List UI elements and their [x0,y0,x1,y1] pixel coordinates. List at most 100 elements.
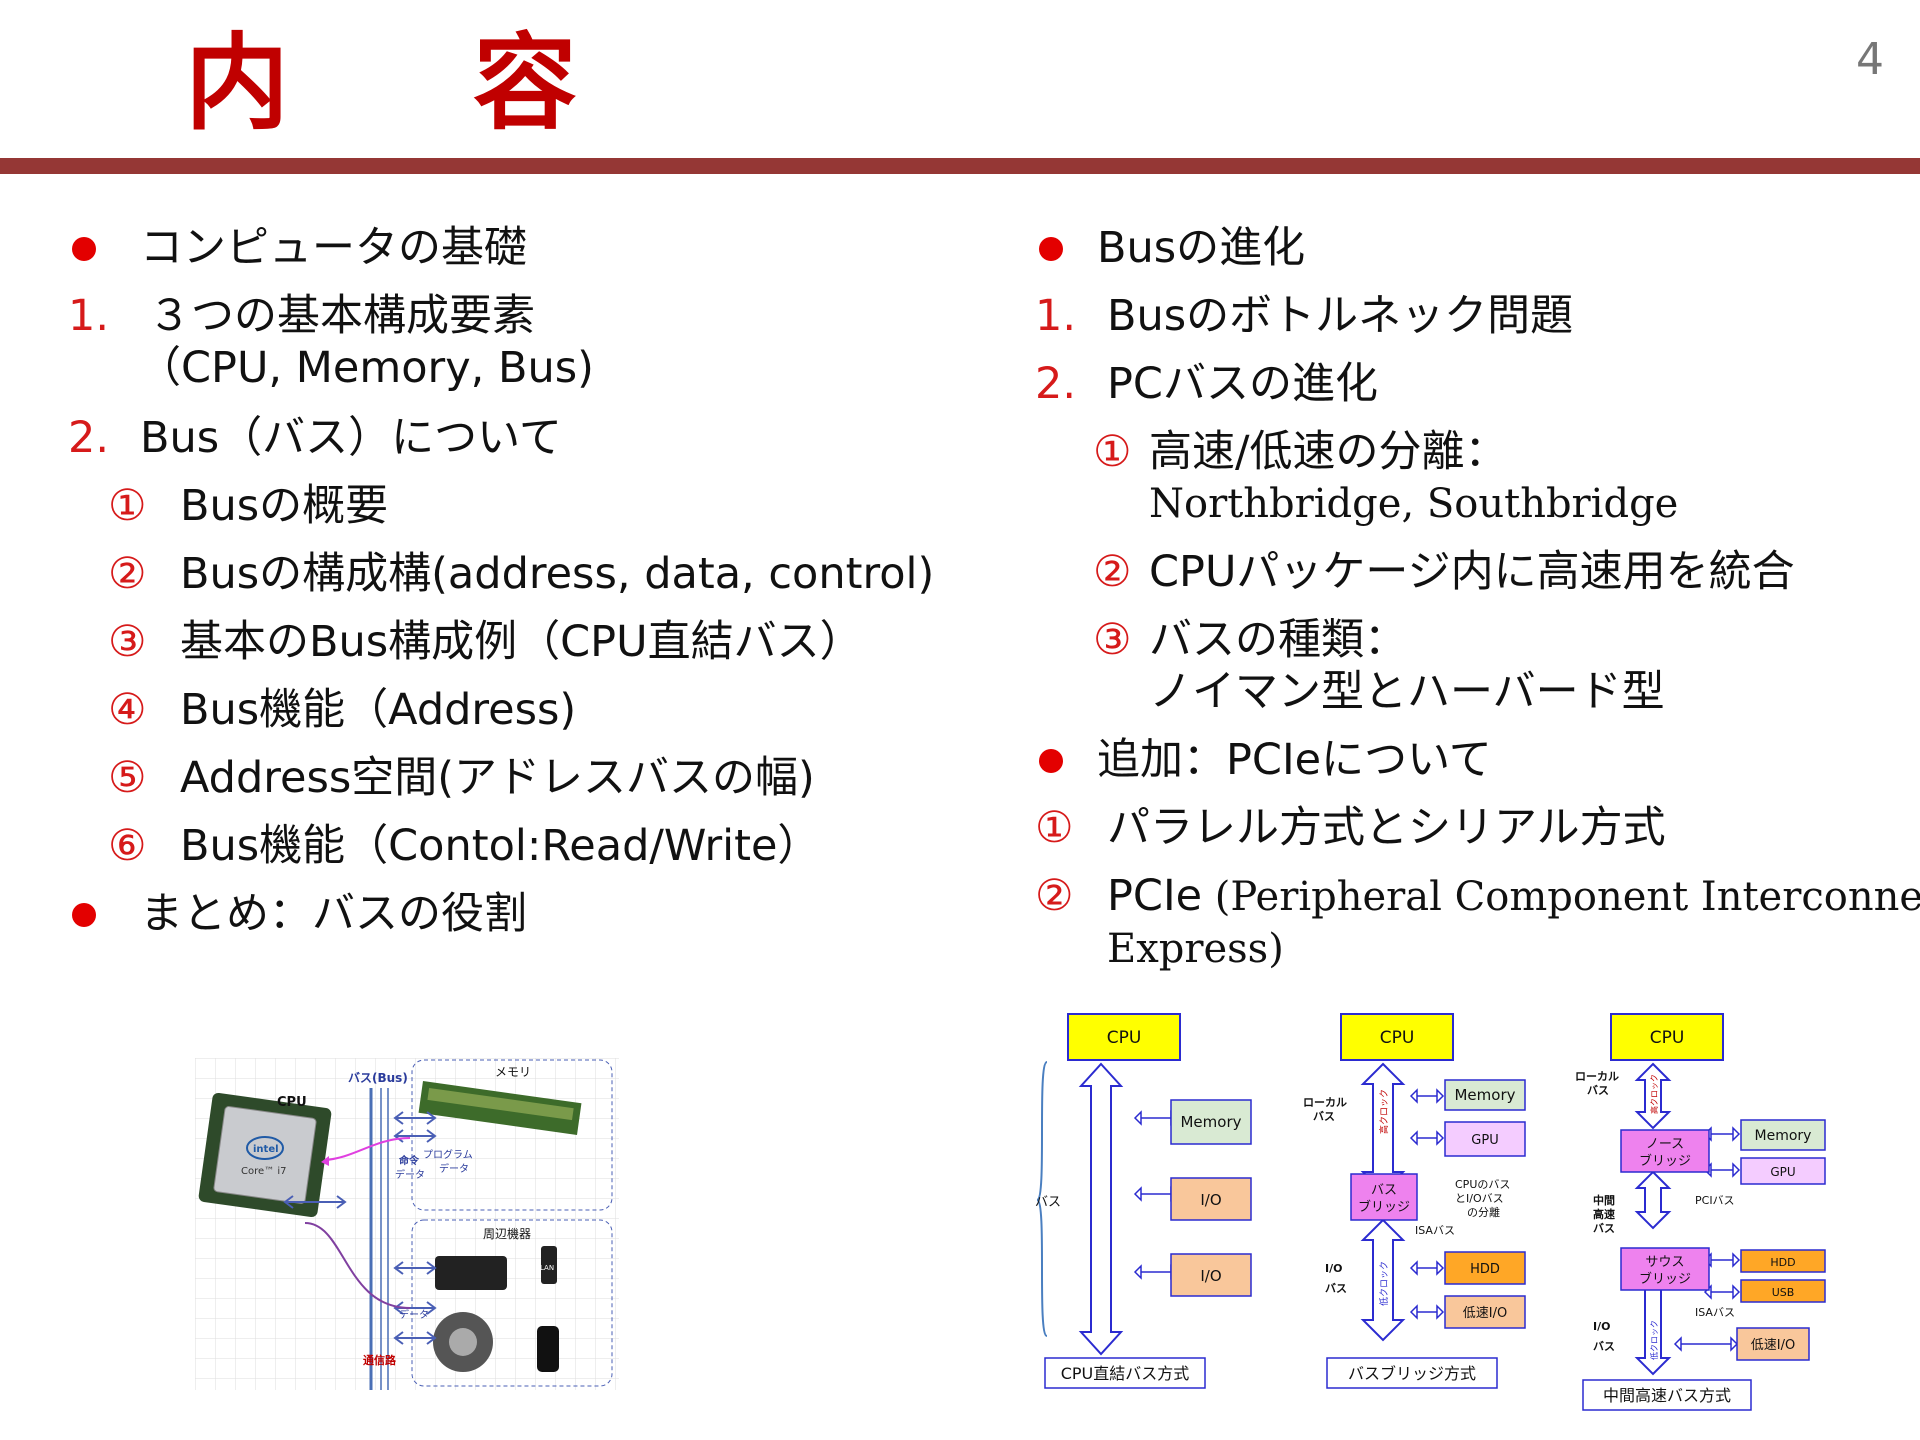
d3-gpu-box [1740,1157,1826,1185]
lan-cable-icon [541,1246,557,1284]
svg-text:低速I/O: 低速I/O [1463,1306,1507,1321]
svg-text:中間高速バス方式: 中間高速バス方式 [1603,1386,1731,1405]
svg-text:CPU直結バス方式: CPU直結バス方式 [1061,1364,1190,1383]
right-numbered-2: 2. PCバスの進化 [1035,359,1378,409]
svg-text:I/O: I/O [1325,1262,1342,1275]
bus-arrows [283,1111,437,1345]
d2-bridge-box [1350,1173,1418,1221]
svg-text:GPU: GPU [1471,1133,1498,1148]
d1-io-box-1 [1170,1177,1252,1221]
svg-text:I/O: I/O [1200,1267,1221,1285]
svg-text:低クロック: 低クロック [1649,1320,1659,1360]
svg-text:HDD: HDD [1770,1256,1795,1269]
d2-hdd-box [1444,1251,1526,1285]
svg-text:CPU: CPU [1107,1028,1142,1048]
right-sub-2: ② CPUパッケージ内に高速用を統合 [1093,547,1795,597]
right-sub-3: ③ バスの種類： ノイマン型とハーバード型 [1093,615,1665,717]
svg-text:CPU: CPU [1650,1028,1685,1048]
svg-text:低クロック: 低クロック [1378,1261,1390,1306]
d2-caption [1326,1357,1498,1389]
bus-label: バス(Bus) [348,1071,408,1085]
d3-northbridge-box [1620,1129,1710,1173]
instruction-label: 命令 [398,1154,420,1167]
memory-label: メモリ [495,1065,531,1079]
d2-memory-box [1444,1079,1526,1111]
svg-text:ブリッジ: ブリッジ [1639,1153,1691,1169]
d1-cpu-box [1067,1013,1181,1061]
svg-text:バス: バス [1371,1183,1397,1198]
peripheral-group [411,1219,613,1387]
d2-cpu-box [1340,1013,1454,1061]
bullet-dot [72,903,96,927]
bullet-dot [1039,237,1063,261]
svg-text:Memory: Memory [1180,1113,1241,1131]
bus-lines [369,1088,389,1390]
right-numbered-1: 1. Busのボトルネック問題 [1035,291,1574,341]
instruction-data-label: データ [395,1168,425,1181]
lan-label: LAN [540,1264,554,1272]
svg-text:ISAバス: ISAバス [1695,1306,1735,1319]
svg-text:GPU: GPU [1770,1165,1795,1179]
svg-text:高クロック: 高クロック [1649,1074,1659,1114]
peripheral-label: 周辺機器 [483,1226,531,1241]
right-bullet-2: 追加：PCIeについて [1035,734,1915,786]
svg-text:中間: 中間 [1593,1193,1615,1207]
bullet-dot [1039,749,1063,773]
memory-module-icon [418,1081,582,1135]
left-bullet-1: コンピュータの基礎 [68,222,968,274]
svg-text:の分離: の分離 [1467,1205,1500,1219]
d3-caption [1582,1379,1752,1411]
left-outline: コンピュータの基礎 1. ３つの基本構成要素 （CPU, Memory, Bus… [68,222,968,956]
program-label: プログラム [423,1148,473,1161]
svg-text:USB: USB [1772,1286,1795,1299]
cpu-bus-illustration: バス(Bus) CPU intel Core™ i7 メモリ プログラム データ… [195,1058,619,1390]
slide-title: 内 容 [185,22,618,144]
d3-southbridge-box [1620,1247,1710,1291]
svg-text:バス: バス [1313,1110,1335,1123]
left-bullet-2: まとめ：バスの役割 [68,888,968,940]
svg-text:PCIバス: PCIバス [1695,1194,1735,1207]
left-sub-1: ① Busの概要 [108,481,389,531]
left-sub-5: ⑤ Address空間(アドレスバスの幅) [108,753,815,803]
svg-text:ブリッジ: ブリッジ [1639,1271,1691,1287]
svg-text:サウス: サウス [1645,1255,1684,1270]
svg-text:I/O: I/O [1200,1191,1221,1209]
left-numbered-1: 1. ３つの基本構成要素 （CPU, Memory, Bus) [68,291,594,393]
right-bullet-1: Busの進化 [1035,222,1915,274]
svg-text:ローカル: ローカル [1303,1096,1347,1109]
d3-cpu-box [1610,1013,1724,1061]
left-sub-4: ④ Bus機能（Address) [108,685,577,735]
right-pcie-1: ① パラレル方式とシリアル方式 [1035,803,1666,853]
svg-text:高速: 高速 [1593,1207,1615,1221]
title-rule [0,158,1920,174]
d3-memory-box [1740,1119,1826,1151]
svg-text:とI/Oバス: とI/Oバス [1455,1192,1504,1205]
svg-text:バス: バス [1325,1282,1347,1295]
svg-text:ノース: ノース [1646,1137,1684,1152]
left-sub-3: ③ 基本のBus構成例（CPU直結バス） [108,617,863,667]
d3-lowio-box [1736,1327,1810,1361]
svg-text:ブリッジ: ブリッジ [1358,1199,1410,1215]
d2-gpu-box [1444,1121,1526,1157]
cpu-label: CPU [277,1095,307,1110]
d3-usb-box [1740,1279,1826,1303]
data-label: データ [399,1308,429,1321]
svg-text:高クロック: 高クロック [1378,1089,1390,1134]
svg-text:CPUのバス: CPUのバス [1455,1178,1510,1191]
svg-text:低速I/O: 低速I/O [1751,1338,1795,1353]
right-sub-1: ① 高速/低速の分離： Northbridge, Southbridge [1093,427,1679,527]
instruction-arrow [324,1137,411,1161]
svg-text:HDD: HDD [1470,1262,1500,1277]
d2-lowio-box [1444,1295,1526,1329]
d3-hdd-box [1740,1249,1826,1273]
bullet-dot [72,237,96,261]
svg-text:I/O: I/O [1593,1320,1610,1333]
svg-text:バス: バス [1587,1084,1609,1097]
right-pcie-2: ② PCIe (Peripheral Component Interconnec… [1035,871,1920,972]
svg-text:ISAバス: ISAバス [1415,1224,1455,1237]
data-arrow [304,1222,411,1309]
usb-stick-icon [537,1326,559,1372]
core-label: Core™ i7 [241,1166,286,1177]
svg-text:Memory: Memory [1454,1086,1515,1104]
page-number: 4 [1856,34,1884,85]
